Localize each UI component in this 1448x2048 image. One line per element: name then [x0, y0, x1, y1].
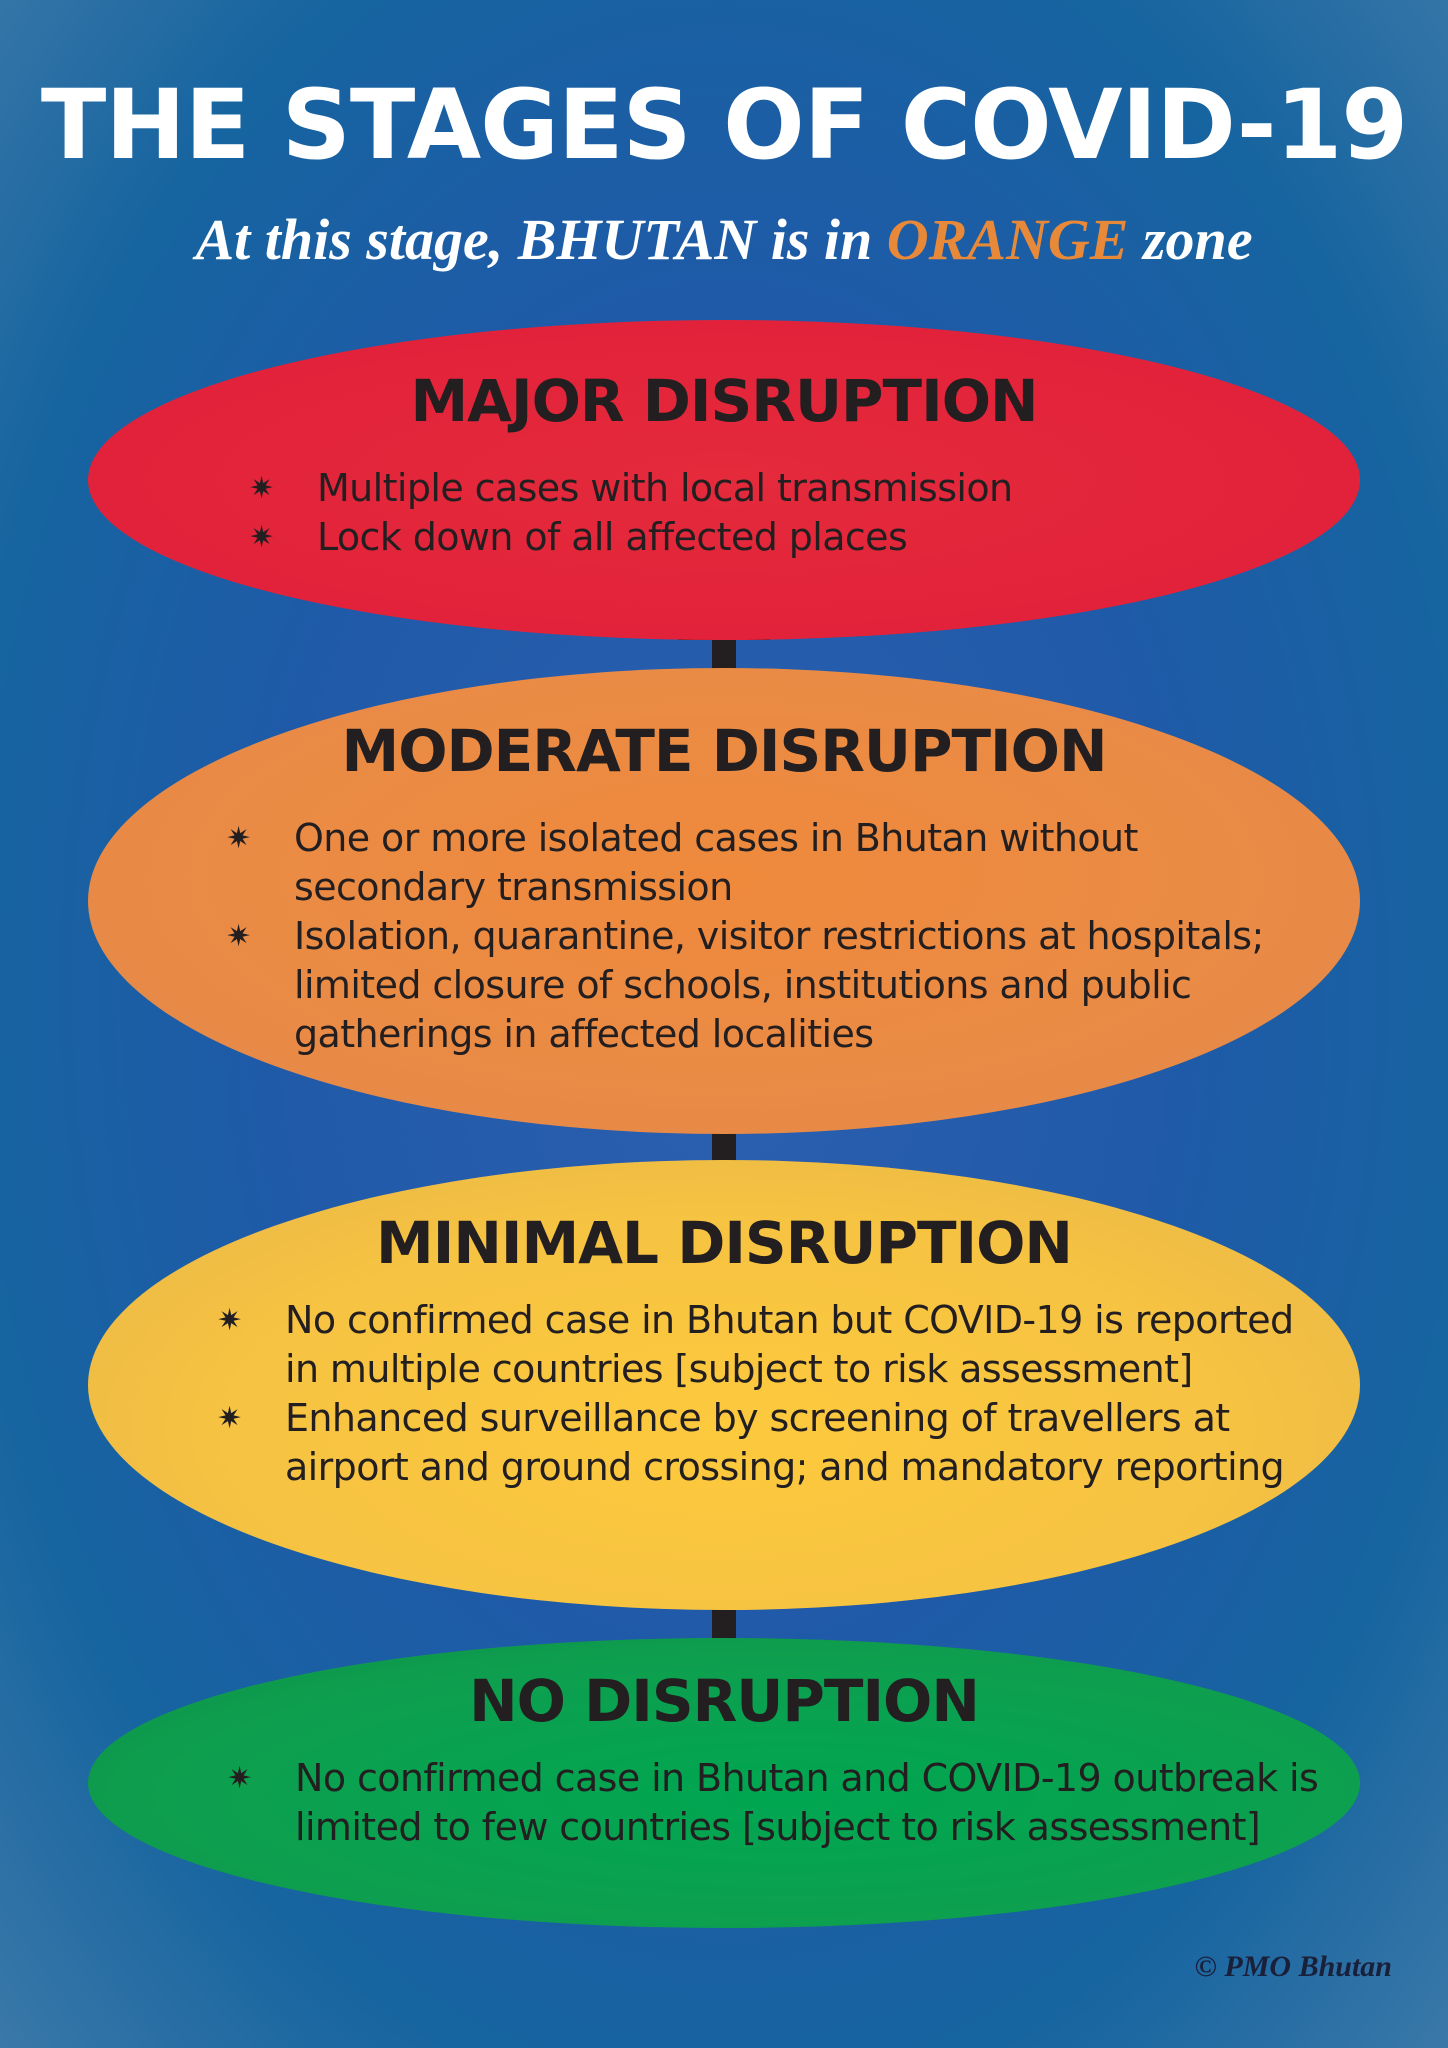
- bullet-text: No confirmed case in Bhutan but COVID-19…: [285, 1298, 1294, 1391]
- bullet-text: One or more isolated cases in Bhutan wit…: [294, 816, 1138, 909]
- bullet-text: Multiple cases with local transmission: [317, 466, 1013, 510]
- page-title: THE STAGES OF COVID-19: [40, 69, 1408, 181]
- stage-title: MAJOR DISRUPTION: [410, 367, 1038, 435]
- zone-highlight: ORANGE: [886, 207, 1129, 272]
- bullet-item: ✷ No confirmed case in Bhutan and COVID-1…: [227, 1754, 1319, 1852]
- copyright-credit: © PMO Bhutan: [1194, 1950, 1392, 1983]
- bullet-list: ✷Multiple cases with local transmission …: [249, 464, 1013, 562]
- bullet-list: ✷ No confirmed case in Bhutan and COVID-1…: [227, 1754, 1319, 1852]
- bullet-item: ✷ Lock down of all affected places: [249, 513, 1013, 562]
- stage-title: MINIMAL DISRUPTION: [376, 1209, 1073, 1277]
- bullet-list: ✷ No confirmed case in Bhutan but COVID-1…: [217, 1296, 1294, 1492]
- six-point-star-icon: ✷: [249, 520, 274, 555]
- stage-title: MODERATE DISRUPTION: [341, 717, 1108, 785]
- subtitle-text-before: At this stage, BHUTAN is in: [195, 207, 887, 272]
- bullet-item: ✷ One or more isolated cases in Bhutan wi…: [226, 814, 1264, 912]
- stage-title: NO DISRUPTION: [469, 1667, 980, 1735]
- bullet-item: ✷ Enhanced surveillance by screening of t…: [217, 1394, 1294, 1492]
- subtitle-text-after: zone: [1128, 207, 1253, 272]
- stage-minimal-disruption: MINIMAL DISRUPTION ✷ No confirmed case in…: [88, 1160, 1360, 1610]
- six-point-star-icon: ✷: [227, 1761, 252, 1796]
- bullet-text: No confirmed case in Bhutan and COVID-19…: [295, 1756, 1319, 1849]
- stage-no-disruption: NO DISRUPTION ✷ No confirmed case in Bhut…: [88, 1638, 1360, 1928]
- bullet-item: ✷ Isolation, quarantine, visitor restrict…: [226, 912, 1264, 1059]
- six-point-star-icon: ✷: [217, 1401, 242, 1436]
- six-point-star-icon: ✷: [226, 919, 251, 954]
- bullet-text: Enhanced surveillance by screening of tr…: [285, 1396, 1285, 1489]
- six-point-star-icon: ✷: [226, 821, 251, 856]
- stage-moderate-disruption: MODERATE DISRUPTION ✷ One or more isolate…: [88, 668, 1360, 1134]
- six-point-star-icon: ✷: [249, 471, 274, 506]
- page-subtitle: At this stage, BHUTAN is in ORANGE zone: [0, 205, 1448, 275]
- bullet-list: ✷ One or more isolated cases in Bhutan wi…: [226, 814, 1264, 1059]
- bullet-text: Lock down of all affected places: [317, 515, 908, 559]
- stage-major-disruption: MAJOR DISRUPTION ✷ Multiple cases with lo…: [88, 320, 1360, 640]
- bullet-text: Isolation, quarantine, visitor restricti…: [294, 914, 1264, 1056]
- bullet-item: ✷ Multiple cases with local transmission: [249, 464, 1013, 513]
- bullet-item: ✷ No confirmed case in Bhutan but COVID-1…: [217, 1296, 1294, 1394]
- six-point-star-icon: ✷: [217, 1303, 242, 1338]
